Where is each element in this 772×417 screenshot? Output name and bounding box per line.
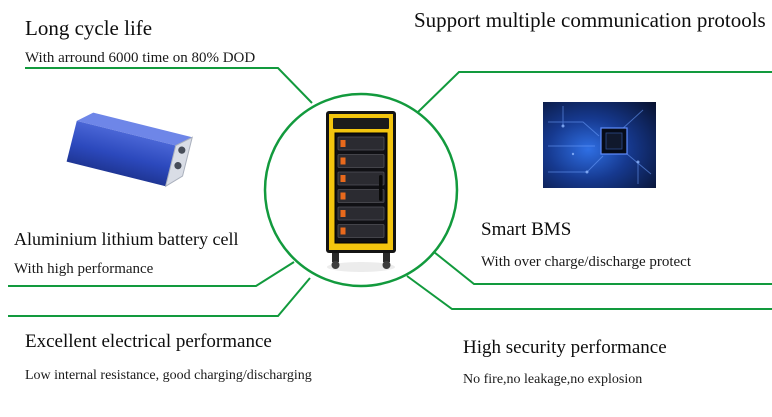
connector-middle-left-line [8, 261, 295, 287]
feature-security-performance: High security performance No fire,no lea… [463, 337, 667, 388]
feature-title: Long cycle life [25, 16, 153, 40]
circuit-board-image [543, 102, 656, 188]
feature-title: Smart BMS [481, 219, 572, 240]
feature-subtitle: With high performance [14, 261, 154, 277]
feature-title: Excellent electrical performance [25, 331, 272, 352]
feature-title: Support multiple communication protools [414, 8, 766, 32]
feature-subtitle: Low internal resistance, good charging/d… [25, 368, 312, 383]
feature-electrical-performance: Excellent electrical performance Low int… [25, 331, 312, 384]
feature-title: High security performance [463, 337, 667, 358]
feature-battery-cell: Aluminium lithium battery cell With high… [14, 229, 238, 278]
feature-long-cycle-life: Long cycle life With arround 6000 time o… [25, 16, 255, 67]
connector-top-left-line [25, 67, 313, 104]
center-circle [263, 92, 459, 288]
feature-subtitle: No fire,no leakage,no explosion [463, 372, 643, 387]
battery-cell-image [66, 112, 193, 188]
feature-subtitle: With over charge/discharge protect [481, 254, 692, 270]
feature-subtitle: With arround 6000 time on 80% DOD [25, 50, 256, 66]
feature-smart-bms: Smart BMS With over charge/discharge pro… [481, 219, 691, 271]
connector-bottom-right-line [406, 275, 772, 310]
battery-cabinet-image [326, 111, 396, 272]
feature-communication: Support multiple communication protools [414, 8, 766, 33]
connector-bottom-left-line [8, 277, 311, 317]
feature-title: Aluminium lithium battery cell [14, 229, 239, 249]
connector-top-right-line [417, 71, 772, 113]
connector-middle-right-line [433, 251, 772, 285]
